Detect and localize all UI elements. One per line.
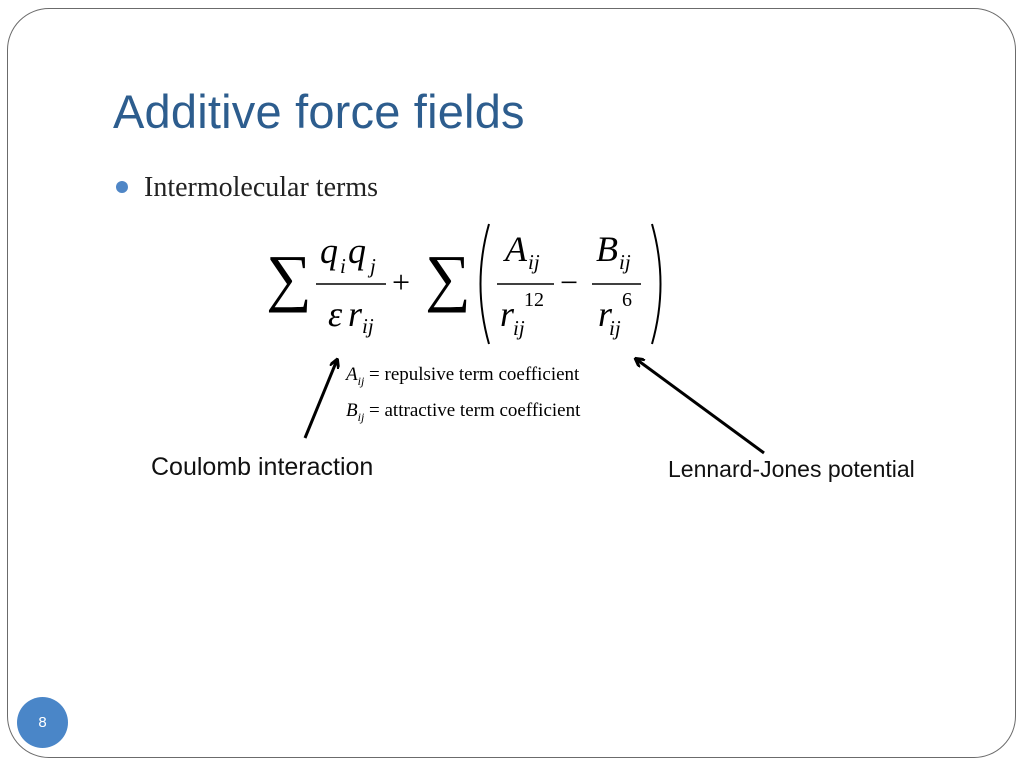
definition-A-sub: ij (357, 374, 365, 388)
coulomb-qj: q (348, 231, 366, 271)
lj-A-sub: ij (528, 250, 540, 274)
slide-frame (7, 8, 1016, 758)
lj-B: B (596, 229, 618, 269)
sum-symbol-lj: ∑ (425, 242, 471, 313)
lj-r6-sub: ij (609, 316, 621, 340)
definition-A-text: = repulsive term coefficient (364, 364, 580, 385)
definition-B-symbol: B (346, 400, 358, 421)
coulomb-r: r (348, 294, 363, 334)
definition-B-text: = attractive term coefficient (364, 400, 581, 421)
lennard-jones-label: Lennard-Jones potential (668, 456, 915, 482)
lj-exp6: 6 (622, 289, 632, 311)
coulomb-qi: q (320, 231, 338, 271)
definition-A: Aij = repulsive term coefficient (346, 364, 580, 388)
coulomb-label: Coulomb interaction (151, 453, 374, 481)
bullet-text: Intermolecular terms (144, 172, 379, 203)
sum-symbol-coulomb: ∑ (266, 242, 312, 313)
minus-sign: − (560, 264, 579, 300)
lj-r12: r (500, 294, 515, 334)
coulomb-r-sub: ij (362, 314, 374, 338)
definition-A-symbol: A (346, 364, 358, 385)
lj-exp12: 12 (524, 289, 544, 311)
coulomb-qj-sub: j (370, 254, 376, 278)
definition-B-sub: ij (357, 410, 365, 424)
bullet-marker (116, 181, 128, 193)
slide-title: Additive force fields (113, 85, 525, 138)
lj-A: A (505, 229, 527, 269)
lj-r12-sub: ij (513, 316, 525, 340)
plus-sign: + (392, 264, 411, 300)
coulomb-epsilon: ε (328, 294, 343, 334)
coulomb-qi-sub: i (340, 254, 346, 278)
lj-r6: r (598, 294, 613, 334)
lj-B-sub: ij (619, 250, 631, 274)
definition-B: Bij = attractive term coefficient (346, 400, 581, 424)
page-number-badge: 8 (17, 697, 68, 748)
